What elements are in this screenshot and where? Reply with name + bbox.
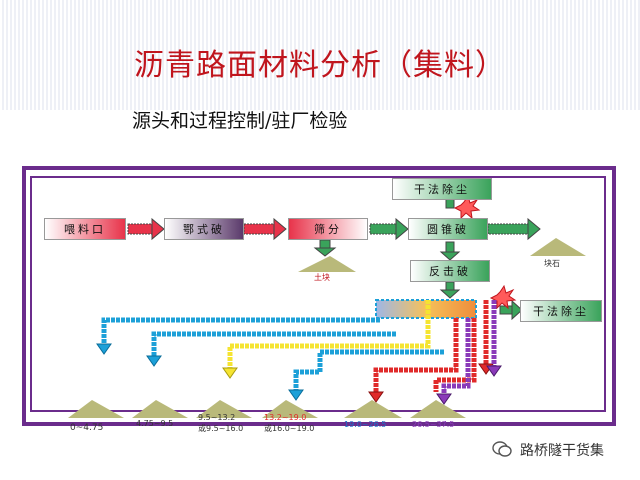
arrow-feed-to-jaw (127, 217, 165, 241)
dust-removal-right-box: 干法除尘 (520, 300, 602, 322)
arrow-impact-to-bin (439, 281, 461, 299)
arrow-dust-right (499, 299, 523, 321)
arrow-cone-to-impact (439, 241, 461, 261)
product-label-4: 13.2~19.0 (264, 413, 307, 422)
feed-box: 喂料口 (44, 218, 126, 240)
dust-removal-top-box: 干法除尘 (392, 178, 492, 200)
screen-box: 筛分 (288, 218, 368, 240)
flow-blue (101, 317, 444, 390)
page-subtitle: 源头和过程控制/驻厂检验 (132, 110, 348, 132)
impact-crusher-box: 反击破 (410, 260, 490, 282)
product-label-1: 0~4.75 (70, 423, 104, 433)
burst-icon-top (453, 194, 481, 220)
product-pile-3 (196, 400, 252, 418)
soil-pile (298, 256, 356, 272)
product-label-6: 26.5~37.5 (412, 420, 455, 429)
product-label-2: 4.75~9.5 (136, 419, 174, 428)
product-label-3b: 或9.5~16.0 (198, 424, 244, 433)
diagram-frame (22, 166, 616, 426)
stone-pile (530, 238, 586, 256)
page-title: 沥青路面材料分析（集料） (134, 48, 506, 83)
flow-purple (441, 300, 497, 394)
product-pile-4 (262, 400, 318, 418)
product-pile-1 (68, 400, 124, 418)
header-stripe (0, 0, 640, 110)
cone-crusher-box: 圆锥破 (408, 218, 488, 240)
diagram-frame-inner (30, 176, 606, 412)
arrow-cone-to-stone (487, 217, 541, 241)
stone-label: 块石 (544, 259, 560, 268)
wechat-icon (492, 441, 512, 457)
product-label-3: 9.5~13.2 (198, 413, 236, 422)
product-label-5: 19.0~26.5 (344, 420, 387, 429)
arrow-screen-to-soil (313, 239, 337, 257)
soil-label: 土块 (314, 273, 330, 282)
product-pile-5 (344, 400, 402, 418)
product-pile-2 (132, 400, 188, 418)
flow-yellow (227, 300, 431, 368)
flow-blue-heads (96, 343, 304, 401)
product-pile-6 (410, 400, 466, 418)
arrow-jaw-to-screen (243, 217, 287, 241)
product-label-4b: 或16.0~19.0 (264, 424, 315, 433)
jaw-crusher-box: 鄂式破 (164, 218, 244, 240)
flow-red (373, 300, 489, 392)
flow-purple-heads (436, 365, 502, 405)
burst-icon-right (489, 284, 517, 310)
arrow-screen-to-cone (369, 217, 409, 241)
watermark-text: 路桥隧干货集 (520, 443, 604, 459)
flow-yellow-head (222, 367, 238, 379)
